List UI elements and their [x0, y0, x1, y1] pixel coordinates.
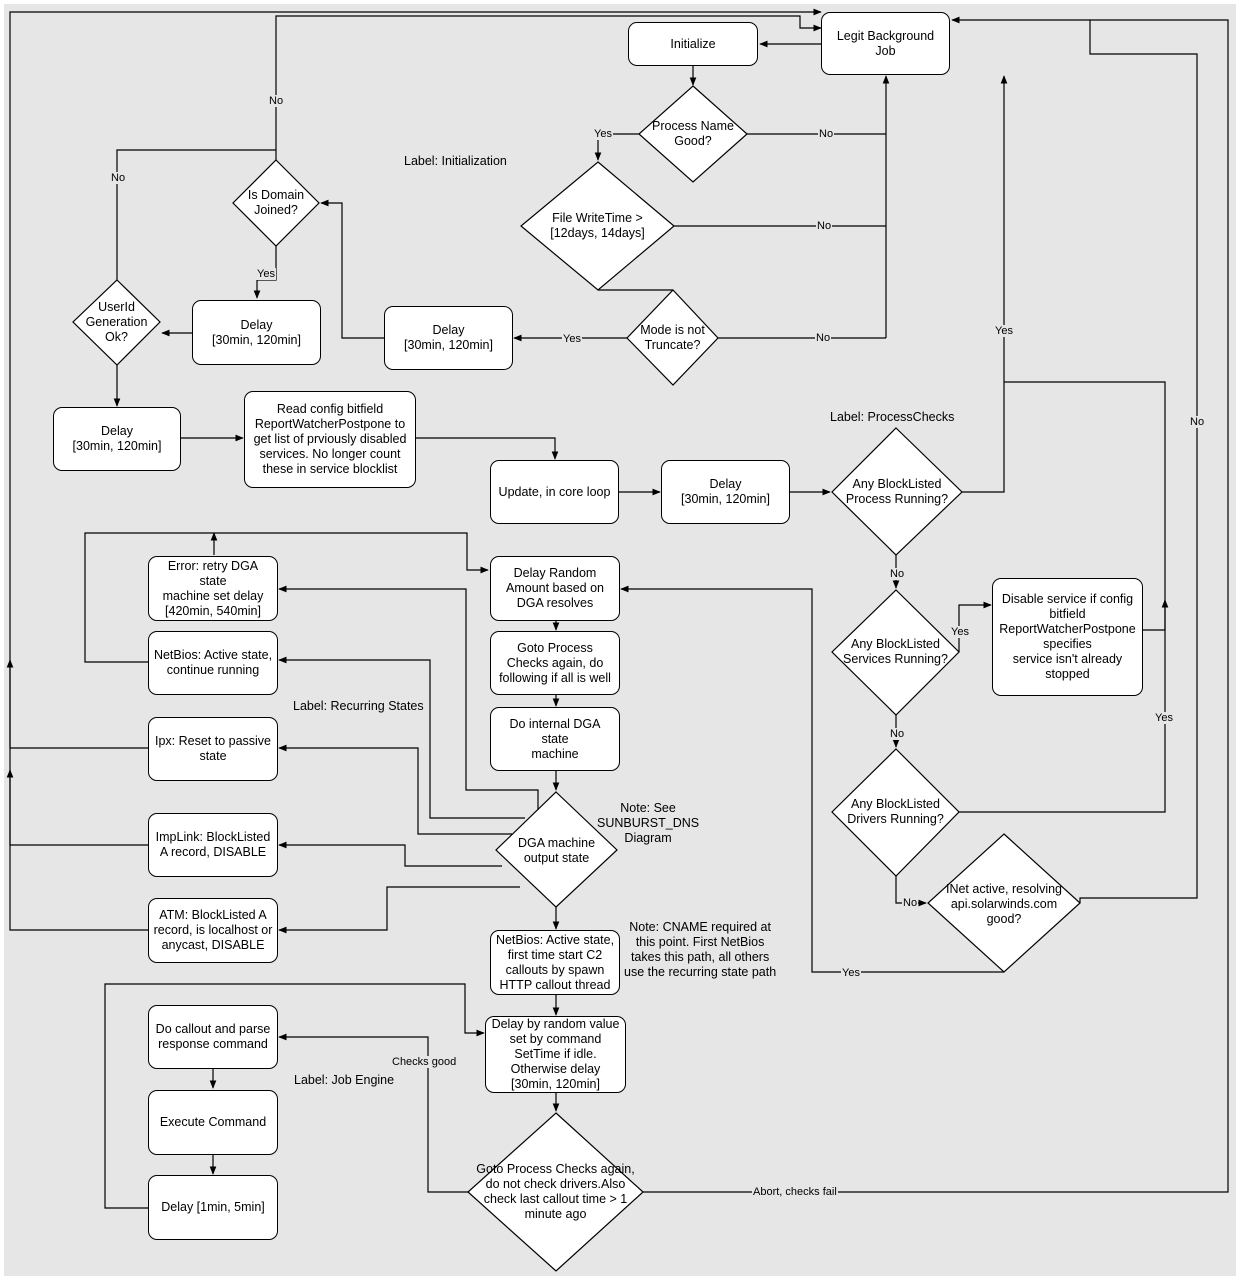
edge-inet-yes: [620, 585, 1004, 973]
label-job-engine: Label: Job Engine: [294, 1073, 395, 1087]
blocklisted-process-label: Any BlockListed Process Running?: [845, 477, 949, 506]
label-initialization: Label: Initialization: [404, 154, 507, 168]
error-retry-box: Error: retry DGA state machine set delay…: [148, 556, 278, 621]
edge-domain-yes: [253, 246, 277, 299]
delay-box-d: Delay [30min, 120min]: [661, 460, 790, 524]
edge-bldrv-yes: [959, 599, 1169, 813]
read-config-box: Read config bitfield ReportWatcherPostpo…: [244, 391, 416, 488]
edge-delaymin-loop: [104, 983, 485, 1209]
edge-output-to-netbios: [278, 656, 525, 819]
userid-label: UserId Generation Ok?: [85, 299, 148, 344]
goto-final-label: Goto Process Checks again, do not check …: [476, 1162, 635, 1221]
edge-label-yes: Yes: [994, 325, 1014, 337]
netbios-active-box: NetBios: Active state, continue running: [148, 631, 278, 695]
goto-final-diamond: [467, 1112, 644, 1272]
edge-netbios-loop: [84, 532, 489, 663]
legit-background-job: Legit Background Job: [821, 12, 950, 75]
delay-random-box: Delay Random Amount based on DGA resolve…: [490, 556, 620, 621]
edge-delay-a-to-domain: [320, 199, 384, 339]
edge-label-no: No: [268, 95, 285, 107]
delay-box-c: Delay [30min, 120min]: [53, 407, 181, 471]
edge-final-checks-good: [278, 1033, 468, 1193]
edge-label-no: No: [902, 897, 919, 909]
edge-disable-to-up: [1004, 381, 1166, 631]
edge-label-yes: Yes: [841, 967, 861, 979]
dga-output-label: DGA machine output state: [517, 836, 596, 865]
edge-output-to-atm: [278, 886, 520, 934]
edge-label-no: No: [1189, 416, 1206, 428]
edge-label-no: No: [816, 220, 833, 232]
delay-box-b: Delay [30min, 120min]: [192, 300, 321, 365]
edge-output-to-implink: [278, 841, 502, 867]
initialize-box: Initialize: [628, 22, 758, 66]
delay-box-a: Delay [30min, 120min]: [384, 306, 513, 370]
edge-label-no: No: [818, 128, 835, 140]
edge-domain-no: [275, 15, 822, 160]
mode-truncate-diamond: [626, 289, 719, 386]
edge-label-yes: Yes: [562, 333, 582, 345]
edge-output-to-ipx: [278, 744, 512, 835]
edge-label-no: No: [889, 728, 906, 740]
inet-active-label: INet active, resolving api.solarwinds.co…: [945, 881, 1063, 926]
note-cname: Note: CNAME required at this point. Firs…: [624, 920, 777, 979]
label-recurring-states: Label: Recurring States: [293, 699, 424, 713]
note-sunburst-dns: Note: See SUNBURST_DNS Diagram: [597, 801, 700, 845]
edge-readcfg-to-update: [416, 437, 559, 460]
domain-joined-label: Is Domain Joined?: [247, 188, 305, 217]
mode-truncate-label: Mode is not Truncate?: [640, 323, 705, 352]
edge-output-to-err: [278, 585, 539, 810]
edge-label-yes: Yes: [950, 626, 970, 638]
disable-service-box: Disable service if config bitfield Repor…: [992, 578, 1143, 696]
netbios-first-box: NetBios: Active state, first time start …: [490, 930, 620, 995]
edge-label-yes: Yes: [1154, 712, 1174, 724]
goto-process-checks-box: Goto Process Checks again, do following …: [490, 631, 620, 695]
internal-dga-box: Do internal DGA state machine: [490, 707, 620, 771]
edge-left-rail: [9, 8, 822, 931]
label-process-checks: Label: ProcessChecks: [830, 410, 955, 424]
edge-label-checks-good: Checks good: [391, 1056, 458, 1068]
edge-label-yes: Yes: [593, 128, 613, 140]
edge-final-abort: [643, 19, 1229, 1193]
atm-box: ATM: BlockListed A record, is localhost …: [148, 898, 278, 963]
edge-implink-to-rail: [6, 769, 148, 846]
update-core-loop-box: Update, in core loop: [490, 460, 619, 524]
edge-label-yes: Yes: [256, 268, 276, 280]
execute-command-box: Execute Command: [148, 1090, 278, 1155]
edge-blproc-yes: [962, 75, 1008, 493]
blocklisted-drivers-label: Any BlockListed Drivers Running?: [847, 797, 944, 826]
delay-min-box: Delay [1min, 5min]: [148, 1175, 278, 1240]
ipx-reset-box: Ipx: Reset to passive state: [148, 717, 278, 781]
implink-box: ImpLink: BlockListed A record, DISABLE: [148, 813, 278, 877]
edge-label-no: No: [110, 172, 127, 184]
process-name-label: Process Name Good?: [652, 119, 734, 148]
delay-command-box: Delay by random value set by command Set…: [485, 1016, 626, 1093]
edge-label-abort: Abort, checks fail: [752, 1186, 838, 1198]
process-name-diamond: [638, 85, 748, 183]
callout-box: Do callout and parse response command: [148, 1005, 278, 1069]
file-writetime-label: File WriteTime > [12days, 14days]: [550, 211, 645, 240]
edge-ipx-to-rail: [6, 659, 148, 749]
blocklisted-services-label: Any BlockListed Services Running?: [843, 637, 948, 666]
edge-userid-no: [116, 149, 276, 280]
edge-label-no: No: [815, 332, 832, 344]
edge-label-no: No: [889, 568, 906, 580]
